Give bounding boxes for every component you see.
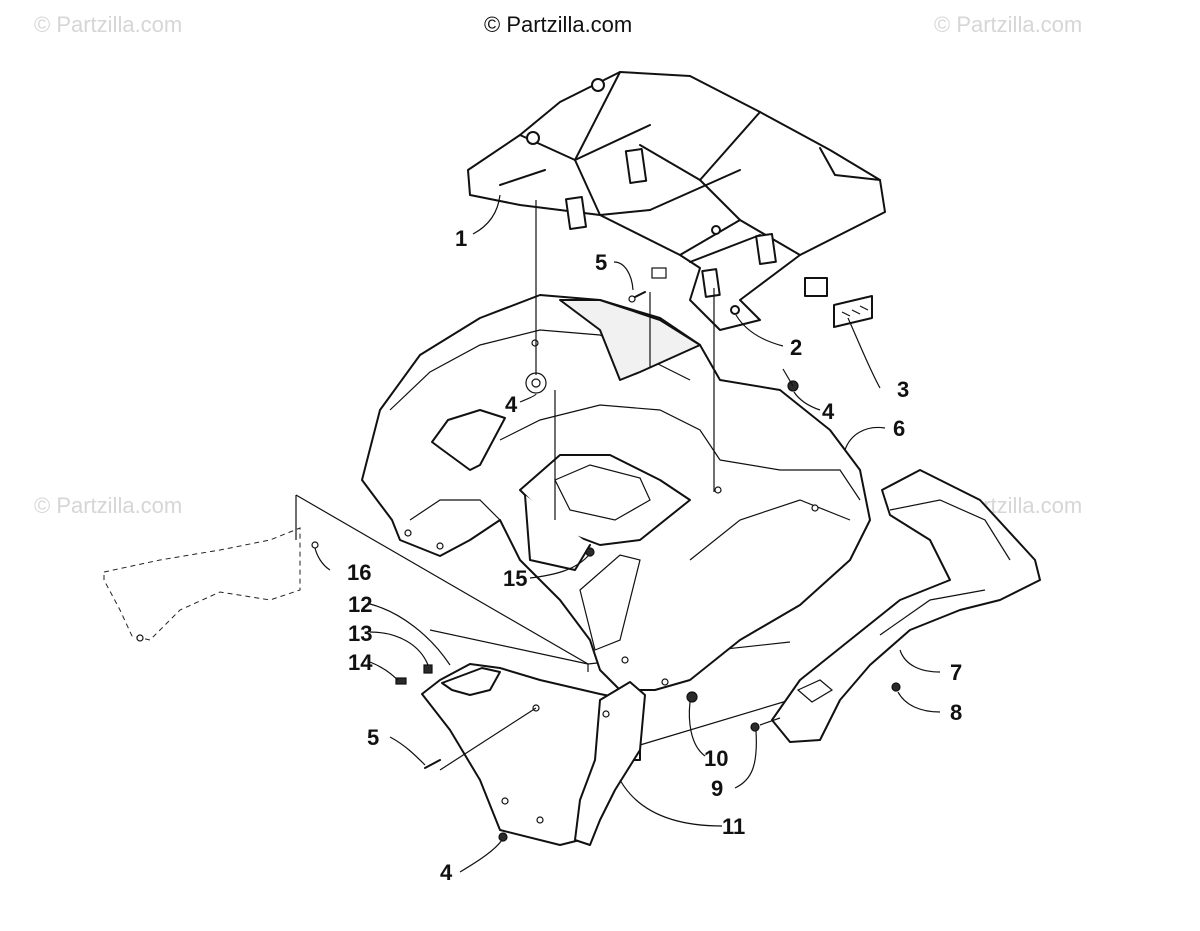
callout-4-a: 4	[505, 392, 518, 417]
hardware	[395, 267, 901, 842]
watermark-top-center: © Partzilla.com	[484, 12, 633, 37]
leader-lines	[314, 194, 941, 873]
callout-14: 14	[348, 650, 373, 675]
callout-12: 12	[348, 592, 372, 617]
callout-13: 13	[348, 621, 372, 646]
callout-7: 7	[950, 660, 962, 685]
left-side-panel	[103, 527, 319, 642]
callout-labels: 1 2 3 4 4 4 4 5 5 6 7 8 9 10 11 12 13 14…	[347, 226, 962, 885]
callout-3: 3	[897, 377, 909, 402]
callout-16: 16	[347, 560, 371, 585]
callout-8: 8	[950, 700, 962, 725]
watermark-mid-left: © Partzilla.com	[34, 493, 183, 518]
watermark-top-right: © Partzilla.com	[934, 12, 1083, 37]
rear-fender	[361, 294, 871, 691]
decal	[833, 295, 873, 328]
callout-9: 9	[711, 776, 723, 801]
mud-flap-right	[574, 681, 646, 846]
fender-flare	[771, 469, 1041, 743]
callout-1: 1	[455, 226, 467, 251]
callout-5-b: 5	[367, 725, 379, 750]
callout-2: 2	[790, 335, 802, 360]
watermark-top-left: © Partzilla.com	[34, 12, 183, 37]
callout-10: 10	[704, 746, 728, 771]
callout-5-a: 5	[595, 250, 607, 275]
rear-rack	[467, 71, 886, 331]
callout-11: 11	[722, 814, 745, 839]
assembly-guide-lines	[439, 200, 794, 771]
callout-15: 15	[503, 566, 527, 591]
callout-4-b: 4	[822, 399, 835, 424]
callout-6: 6	[893, 416, 905, 441]
callout-4-c: 4	[440, 860, 453, 885]
